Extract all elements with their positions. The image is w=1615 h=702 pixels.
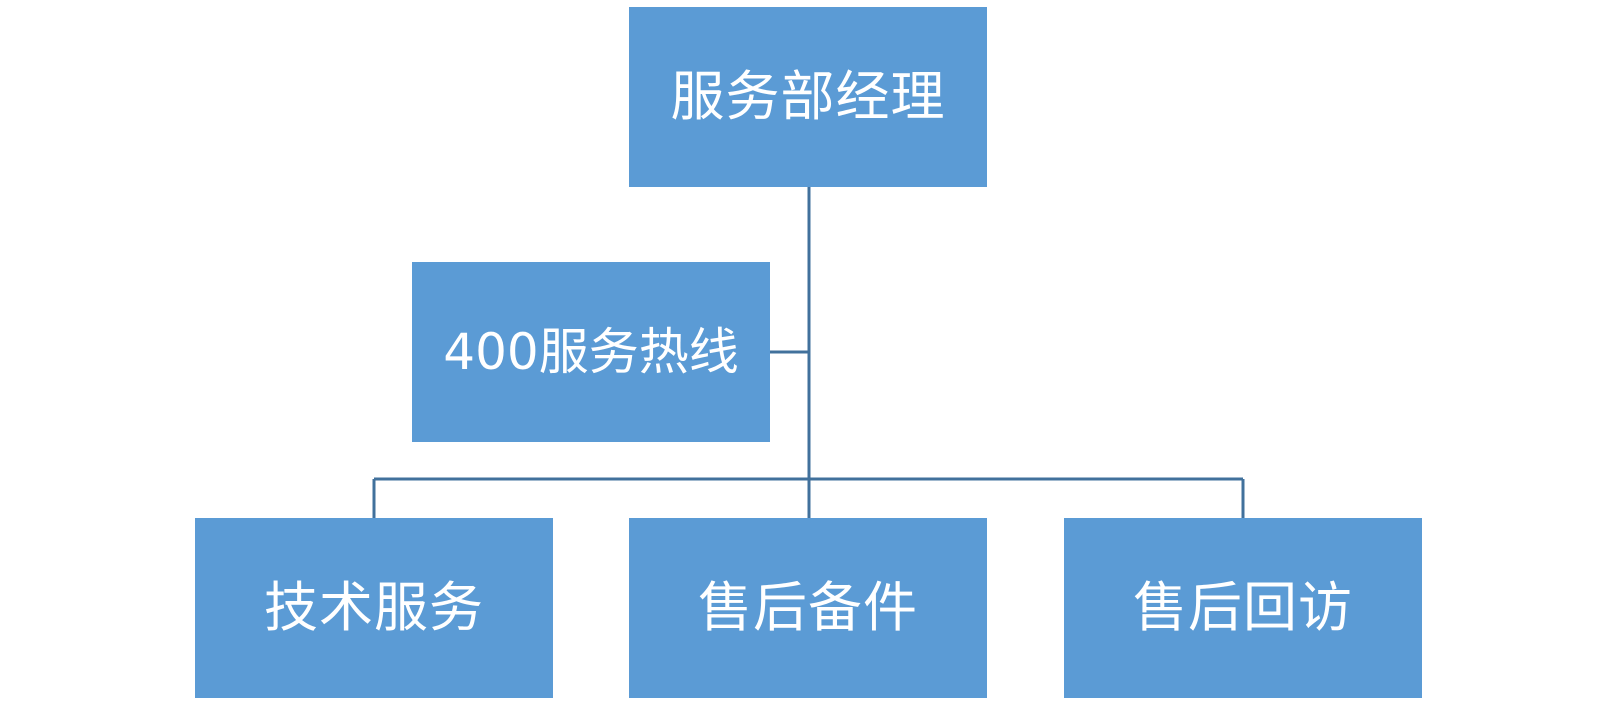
node-aftersales-parts: 售后备件 — [629, 518, 987, 698]
node-label: 400服务热线 — [443, 323, 739, 381]
node-service-manager: 服务部经理 — [629, 7, 987, 187]
node-label: 服务部经理 — [670, 65, 946, 128]
node-aftersales-followup: 售后回访 — [1064, 518, 1422, 698]
node-technical-service: 技术服务 — [195, 518, 553, 698]
node-label: 技术服务 — [264, 576, 484, 639]
node-label: 售后回访 — [1133, 576, 1353, 639]
node-label: 售后备件 — [698, 576, 918, 639]
node-400-hotline: 400服务热线 — [412, 262, 770, 442]
